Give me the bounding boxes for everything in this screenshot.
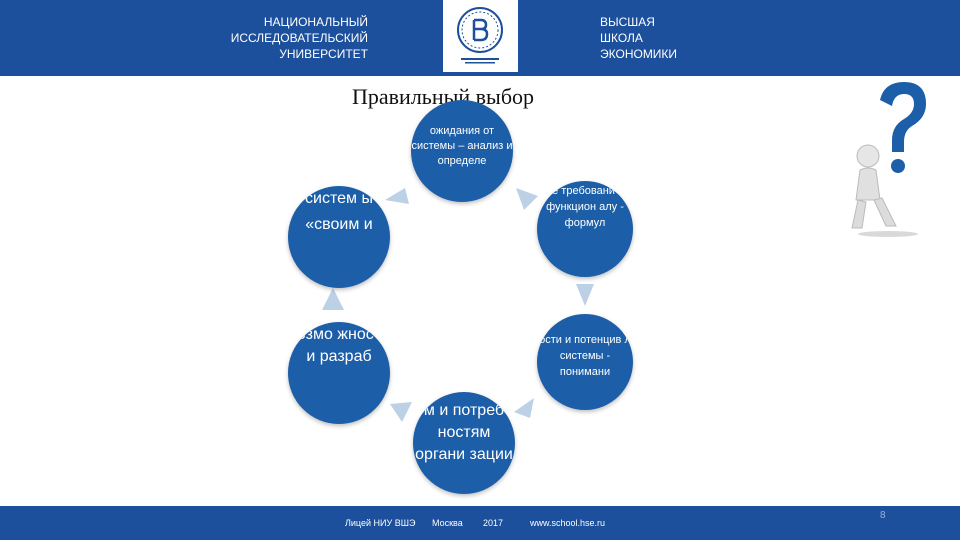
arrow-icon bbox=[576, 284, 594, 306]
header-left-line: НАЦИОНАЛЬНЫЙ bbox=[263, 15, 368, 29]
university-name-right: ВЫСШАЯ ШКОЛА ЭКОНОМИКИ bbox=[600, 14, 800, 62]
hse-logo-icon bbox=[457, 7, 503, 64]
cycle-step-bottom-right: ости и потенцив л системы - понимани bbox=[537, 314, 633, 410]
header-right-line: ВЫСШАЯ bbox=[600, 15, 655, 29]
cycle-step-right: ные требовани я к функцион алу - формул bbox=[537, 181, 633, 277]
header-bar: НАЦИОНАЛЬНЫЙ ИССЛЕДОВАТЕЛЬСКИЙ УНИВЕРСИТ… bbox=[0, 0, 960, 76]
header-left-line: УНИВЕРСИТЕТ bbox=[279, 47, 368, 61]
footer-city: Москва bbox=[432, 518, 463, 528]
cycle-step-bottom-left: возмо жность и разраб bbox=[288, 322, 390, 424]
hse-logo bbox=[443, 0, 518, 72]
question-figure-icon bbox=[851, 82, 926, 237]
footer-url[interactable]: www.school.hse.ru bbox=[530, 518, 606, 528]
arrow-icon bbox=[516, 188, 538, 210]
footer-bar: Лицей НИУ ВШЭ Москва 2017 www.school.hse… bbox=[0, 506, 960, 540]
cycle-step-text: систем ы «своим и bbox=[305, 190, 373, 233]
arrow-icon bbox=[322, 288, 344, 310]
footer-org: Лицей НИУ ВШЭ bbox=[345, 518, 416, 528]
footer-year: 2017 bbox=[483, 518, 504, 528]
arrow-icon bbox=[514, 398, 534, 418]
cycle-step-top: ожидания от системы – анализ и определе bbox=[411, 100, 513, 202]
arrow-icon bbox=[385, 188, 409, 204]
cycle-step-left: систем ы «своим и bbox=[288, 186, 390, 288]
cycle-step-text: ожидания от системы – анализ и определе bbox=[411, 125, 513, 167]
cycle-step-text: возмо жность и разраб bbox=[288, 326, 390, 365]
cycle-step-text: ные требовани я к функцион алу - формул bbox=[538, 185, 632, 229]
cycle-step-text: м и потреб ностям органи зации bbox=[415, 402, 513, 463]
university-name-left: НАЦИОНАЛЬНЫЙ ИССЛЕДОВАТЕЛЬСКИЙ УНИВЕРСИТ… bbox=[168, 14, 368, 62]
cycle-step-text: ости и потенцив л системы - понимани bbox=[539, 334, 631, 378]
page-number: 8 bbox=[880, 510, 886, 521]
header-right-line: ШКОЛА bbox=[600, 31, 643, 45]
header-right-line: ЭКОНОМИКИ bbox=[600, 47, 678, 61]
arrow-icon bbox=[390, 402, 412, 422]
header-left-line: ИССЛЕДОВАТЕЛЬСКИЙ bbox=[230, 31, 368, 45]
cycle-step-bottom: м и потреб ностям органи зации bbox=[413, 392, 515, 494]
